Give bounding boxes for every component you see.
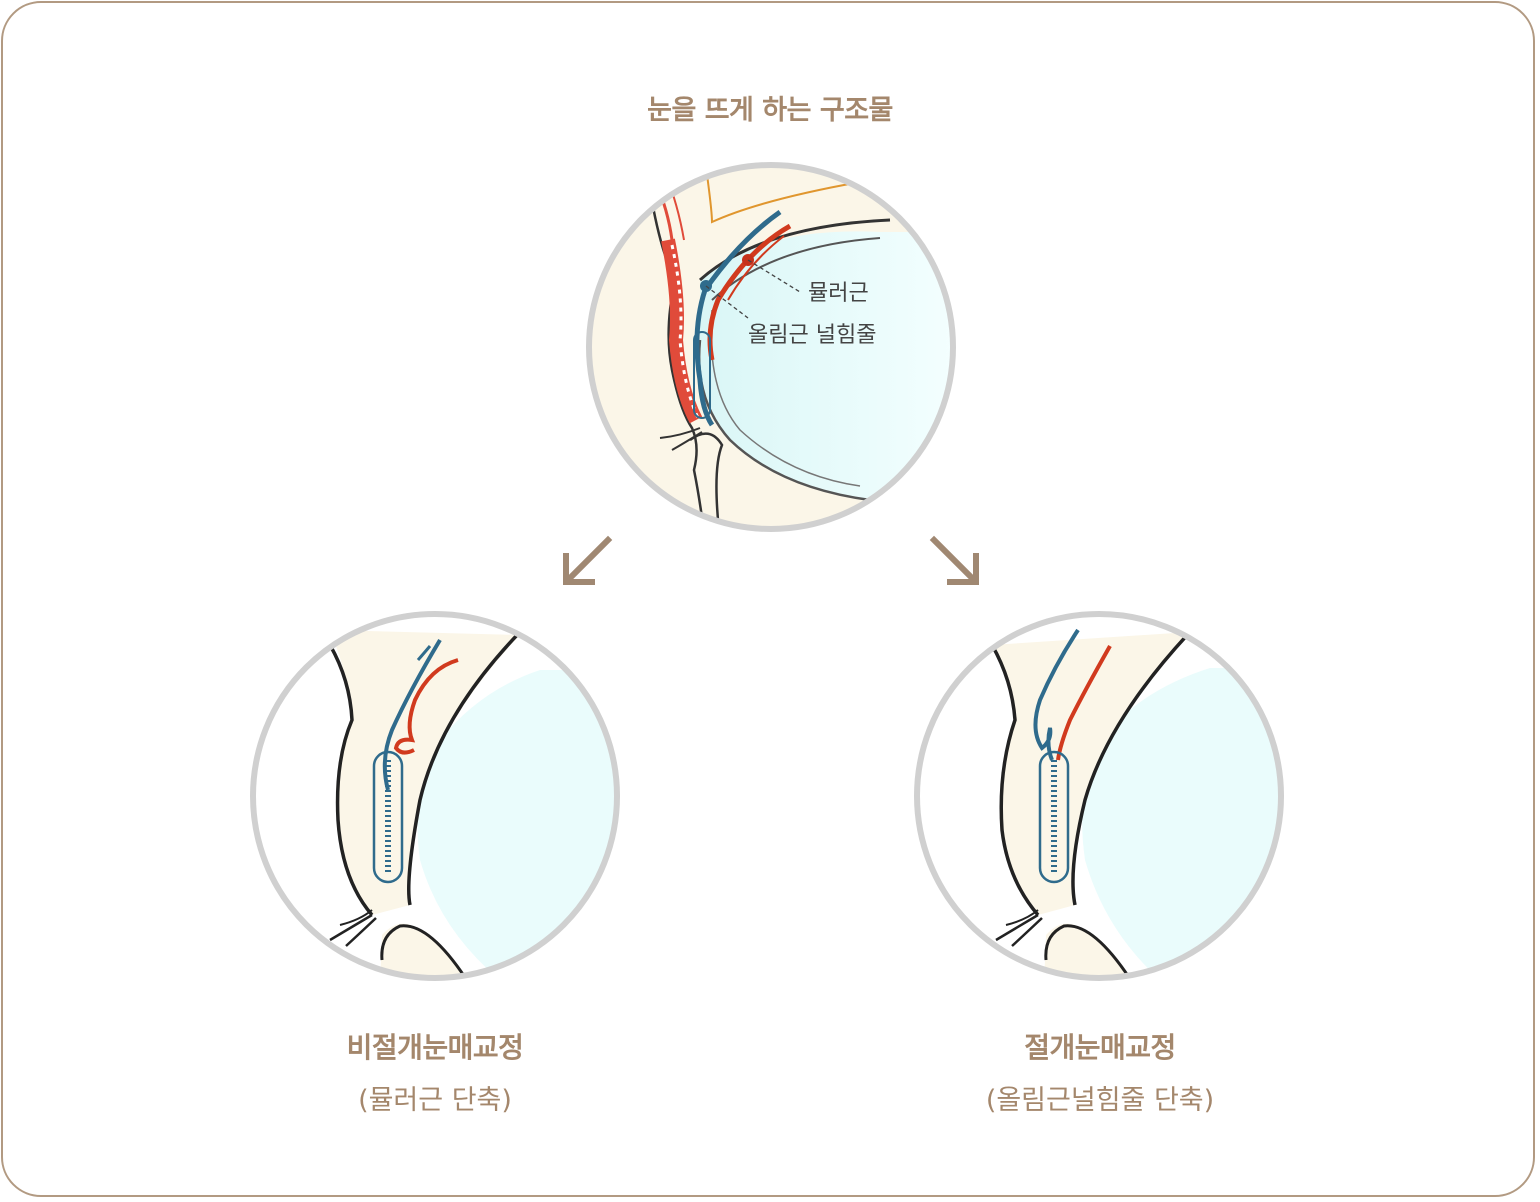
- caption-right-sub: (올림근널힘줄 단축): [985, 1085, 1215, 1116]
- caption-left-name: 비절개눈매교정: [346, 1031, 524, 1064]
- arrow-down-left-icon: [563, 535, 613, 585]
- caption-non-incision: 비절개눈매교정 (뮬러근 단축): [205, 1026, 665, 1117]
- diagram-title: 눈을 뜨게 하는 구조물: [647, 95, 893, 126]
- levator-shortening-illustration: [914, 611, 1284, 981]
- caption-left-sub: (뮬러근 단축): [358, 1085, 512, 1116]
- caption-incision: 절개눈매교정 (올림근널힘줄 단축): [870, 1026, 1330, 1117]
- muller-shortening-illustration: [250, 611, 620, 981]
- muller-label: 뮬러근: [808, 281, 869, 306]
- arrow-down-right-icon: [929, 535, 979, 585]
- levator-label: 올림근 널힘줄: [748, 323, 876, 348]
- eyelid-structure-illustration: 뮬러근 올림근 널힘줄: [586, 162, 956, 532]
- caption-right-name: 절개눈매교정: [1024, 1031, 1176, 1064]
